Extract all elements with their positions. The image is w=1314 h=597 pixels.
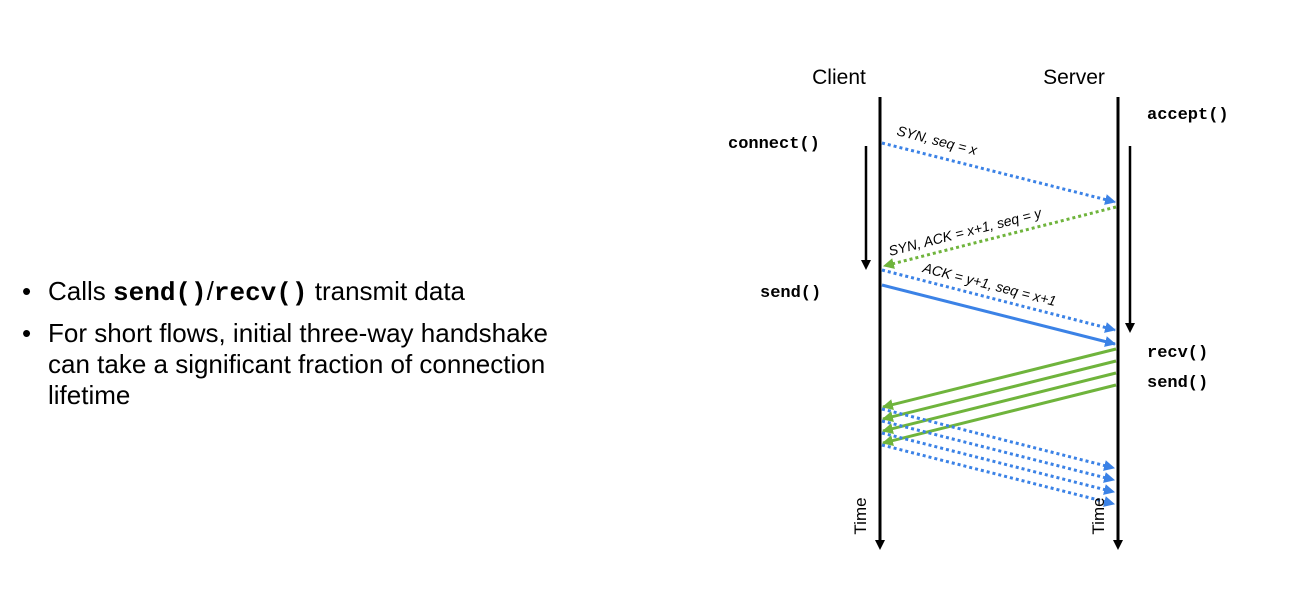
client-ack-arrow-1 [881, 407, 1116, 471]
bullet-dot: • [22, 276, 32, 306]
client-time-label: Time [851, 497, 870, 534]
ack-message-arrow [881, 268, 1117, 333]
server-data-arrow-4 [881, 383, 1117, 446]
bullet-text: Calls [48, 276, 114, 306]
synack-message-arrow [882, 205, 1117, 269]
bullet-line: For short flows, initial three-way hands… [48, 318, 549, 348]
server-data-arrow-2 [881, 359, 1117, 422]
bullet-send-recv: • Calls send()/recv() transmit data [22, 276, 662, 309]
syn-message-label: SYN, seq = x [895, 122, 979, 158]
bullet-line: can take a significant fraction of conne… [48, 349, 546, 379]
recv-call-label: recv() [1147, 344, 1208, 363]
client-label: Client [812, 66, 866, 89]
send-function: send() [113, 278, 207, 308]
client-ack-arrow-4 [881, 443, 1116, 507]
server-data-arrow-1 [881, 347, 1117, 410]
client-send-call-label: send() [760, 284, 821, 303]
bullet-line: lifetime [48, 380, 131, 410]
bullet-text: transmit data [307, 276, 466, 306]
bullet-list: • Calls send()/recv() transmit data • Fo… [22, 276, 662, 420]
connect-call-label: connect() [728, 135, 820, 154]
server-label: Server [1043, 66, 1105, 89]
bullet-dot: • [22, 318, 32, 348]
client-data-arrow [881, 283, 1117, 347]
client-ack-arrow-3 [881, 431, 1116, 495]
server-data-arrow-3 [881, 371, 1117, 434]
server-time-label: Time [1089, 497, 1108, 534]
bullet-short-flows: • For short flows, initial three-way han… [22, 318, 662, 411]
recv-function: recv() [213, 278, 308, 308]
syn-message-arrow [881, 141, 1117, 205]
client-ack-arrow-2 [881, 419, 1116, 483]
slash: / [206, 276, 214, 306]
server-send-call-label: send() [1147, 374, 1208, 393]
accept-call-label: accept() [1147, 106, 1229, 125]
